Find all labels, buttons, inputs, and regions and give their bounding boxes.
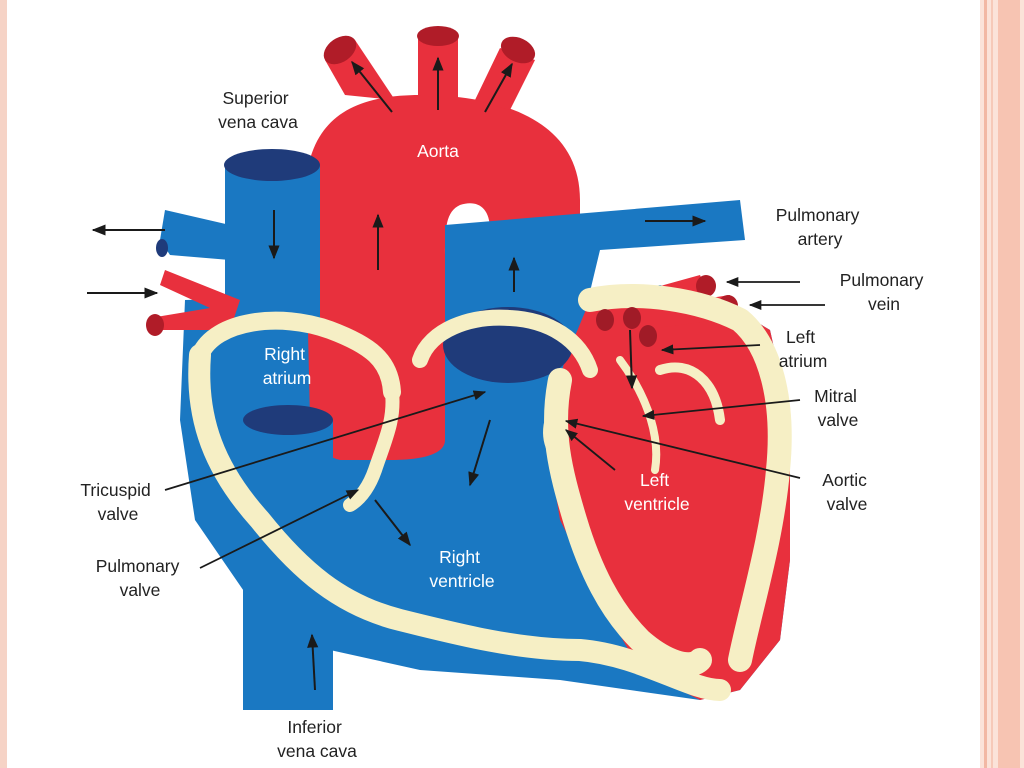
label-pulmonary-artery: Pulmonary artery bbox=[776, 205, 865, 249]
aorta-branch-right bbox=[475, 48, 535, 110]
label-inferior-vena-cava: Inferior vena cava bbox=[277, 717, 357, 761]
inferior-vena-cava-opening bbox=[243, 405, 333, 435]
aorta-branch-right-opening bbox=[500, 36, 536, 64]
aorta bbox=[305, 95, 580, 460]
label-pulmonary-valve: Pulmonary valve bbox=[96, 556, 185, 600]
slide-frame-right bbox=[980, 0, 1024, 768]
label-aorta: Aorta bbox=[417, 141, 459, 161]
label-left-atrium: Left atrium bbox=[779, 327, 828, 371]
label-right-ventricle: Right ventricle bbox=[429, 547, 494, 591]
label-pulmonary-vein: Pulmonary vein bbox=[840, 270, 929, 314]
right-pulmonary-branch-opening bbox=[156, 239, 168, 257]
aorta-branch-left-opening bbox=[323, 35, 357, 65]
right-pulmonary-vein-opening bbox=[146, 314, 164, 336]
label-aortic-valve: Aortic valve bbox=[822, 470, 872, 514]
pulmonary-artery bbox=[445, 200, 745, 330]
left-pulmonary-vein-opening-1 bbox=[696, 275, 716, 297]
flow-arrows bbox=[87, 56, 707, 691]
label-mitral-valve: Mitral valve bbox=[814, 386, 862, 430]
label-right-atrium: Right atrium bbox=[263, 344, 312, 388]
right-pulmonary-veins bbox=[150, 270, 240, 330]
label-superior-vena-cava: Superior vena cava bbox=[218, 88, 298, 132]
label-tricuspid-valve: Tricuspid valve bbox=[80, 480, 155, 524]
heart-walls bbox=[188, 284, 792, 701]
label-left-ventricle: Left ventricle bbox=[624, 470, 689, 514]
aorta-branch-mid-opening bbox=[417, 26, 459, 46]
leader-lines bbox=[164, 276, 825, 569]
left-atrium-vein-openings bbox=[596, 307, 657, 347]
superior-vena-cava-opening bbox=[224, 149, 320, 181]
slide-frame-left bbox=[0, 0, 7, 768]
superior-vena-cava bbox=[225, 165, 320, 325]
right-pulmonary-branch bbox=[160, 210, 230, 260]
